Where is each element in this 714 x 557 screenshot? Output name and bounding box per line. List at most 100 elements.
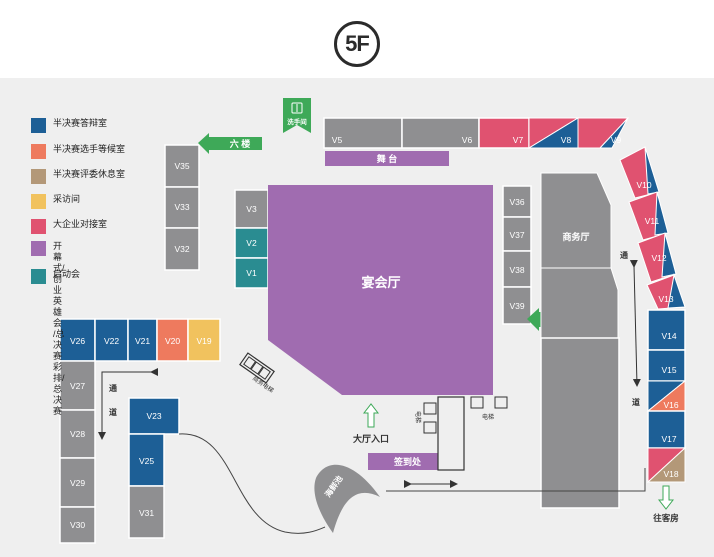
elevator-right-icon-1 [470,396,484,409]
room-v7[interactable] [478,117,530,149]
restroom-label: 洗手间 [287,117,307,126]
room-v31[interactable] [128,485,165,539]
stairs-to-6f-left[interactable]: 六 楼 [198,133,262,154]
room-v12-label: V12 [651,253,666,263]
corridor-left-label-a: 通 [109,383,117,393]
legend-item-interview-room: 采访间 [31,194,80,210]
legend-swatch [31,241,46,256]
room-v32[interactable] [164,227,200,271]
east-south-building [540,337,620,509]
room-v17-label: V17 [661,434,676,444]
checkin-shape [368,453,447,470]
elevator-core [437,396,465,471]
room-v29[interactable] [59,457,96,508]
room-v18[interactable]: V18 [646,446,687,484]
business-hall-shape [540,172,612,269]
seafood-pool[interactable]: 海鲜池 [314,464,380,533]
room-v33-label: V33 [174,202,189,212]
legend-item-judge-lounge: 半决赛评委休息室 [31,169,125,185]
room-v9[interactable]: V9 [577,117,630,149]
room-v25[interactable] [128,433,165,487]
room-v30[interactable] [59,506,96,544]
room-v1-label: V1 [246,268,257,278]
room-v10[interactable]: V10 [619,146,660,199]
room-v8-label: V8 [561,135,572,145]
banquet-side-rooms: V3 V2 V1 [234,189,269,289]
corridor-right-label-a: 通 [620,250,628,260]
room-v39[interactable] [502,286,532,325]
room-v23-label: V23 [146,411,161,421]
room-v12[interactable]: V12 [637,232,677,283]
room-v3-label: V3 [246,204,257,214]
room-v35[interactable] [164,144,200,188]
legend-label: 大企业对接室 [53,219,108,229]
legend-item-defense-room: 半决赛答辩室 [31,118,107,134]
stage[interactable]: 舞 台 [325,151,449,166]
room-v6-label: V6 [462,135,473,145]
room-v22-label: V22 [104,336,119,346]
banquet-hall[interactable]: 宴会厅 [268,185,493,395]
room-v16-label: V16 [663,400,678,410]
room-v31-label: V31 [139,508,154,518]
corridor-right-label-b: 道 [632,397,640,407]
left-block: V26 V22 V21 V20 V19 V27 V28 V29 V30 通 道 [59,318,221,544]
corridor-right-arrow [629,259,641,387]
legend-item-enterprise-room: 大企业对接室 [31,219,107,235]
room-v15[interactable] [647,349,686,382]
business-elevator[interactable]: 商务电梯 [239,352,275,395]
room-v18-label: V18 [663,469,678,479]
room-v25-label: V25 [139,456,154,466]
restroom-icon [283,98,311,133]
room-v8[interactable]: V8 [527,117,580,149]
sixth-floor-left-arrow [198,133,262,154]
room-v14[interactable] [647,309,686,351]
room-v21-label: V21 [135,336,150,346]
north-row: V5 V6 V7 V8 V9 [323,117,630,149]
room-v16[interactable]: V16 [646,379,687,413]
room-v38-label: V38 [509,265,524,275]
sixth-floor-left-label: 六 楼 [230,138,251,149]
to-guest-rooms[interactable]: 往客房 [653,485,679,523]
room-v37[interactable] [502,216,532,252]
room-v15-label: V15 [661,365,676,375]
legend-swatch [31,194,46,209]
checkin-label: 签到处 [393,456,422,467]
room-v6[interactable] [401,117,480,149]
room-v38[interactable] [502,250,532,288]
entrance-arrow-icon [362,403,380,428]
room-v11-label: V11 [645,216,660,226]
corridor-left-arrow [98,368,158,440]
room-v13[interactable]: V13 [646,273,686,310]
west-block: V35 V33 V32 [164,144,200,271]
hall-entrance[interactable]: 大厅入口 [353,403,389,444]
checkin-desk[interactable]: 签到处 [368,453,447,470]
room-v7-label: V7 [513,135,524,145]
legend-swatch [31,169,46,184]
banquet-hall-shape [268,185,493,395]
room-v5[interactable] [323,117,403,149]
restroom[interactable]: 洗手间 [283,98,311,133]
business-hall[interactable]: 商务厅 [540,172,612,269]
room-v14-label: V14 [661,331,676,341]
hall-entrance-label: 大厅入口 [353,433,389,444]
room-v11[interactable]: V11 [628,191,669,241]
room-v20[interactable] [156,318,189,362]
room-v19[interactable] [187,318,221,362]
room-v19-label: V19 [196,336,211,346]
floor-badge: 5F [334,21,380,67]
room-v9-label: V9 [611,135,622,145]
guest-rooms-arrow-icon [657,485,675,510]
room-v17[interactable] [647,410,686,449]
room-v10-label: V10 [636,180,651,190]
room-v36[interactable] [502,185,532,218]
room-v28[interactable] [59,409,96,459]
room-v32-label: V32 [174,244,189,254]
legend-item-launch: 启动会 [31,269,80,285]
business-elevator-icon [239,352,275,384]
east-lower-building [540,267,619,341]
room-v22[interactable] [94,318,129,362]
room-v5-label: V5 [332,135,343,145]
elevator-lobby: 电梯 电梯 [414,396,508,471]
room-v29-label: V29 [70,478,85,488]
